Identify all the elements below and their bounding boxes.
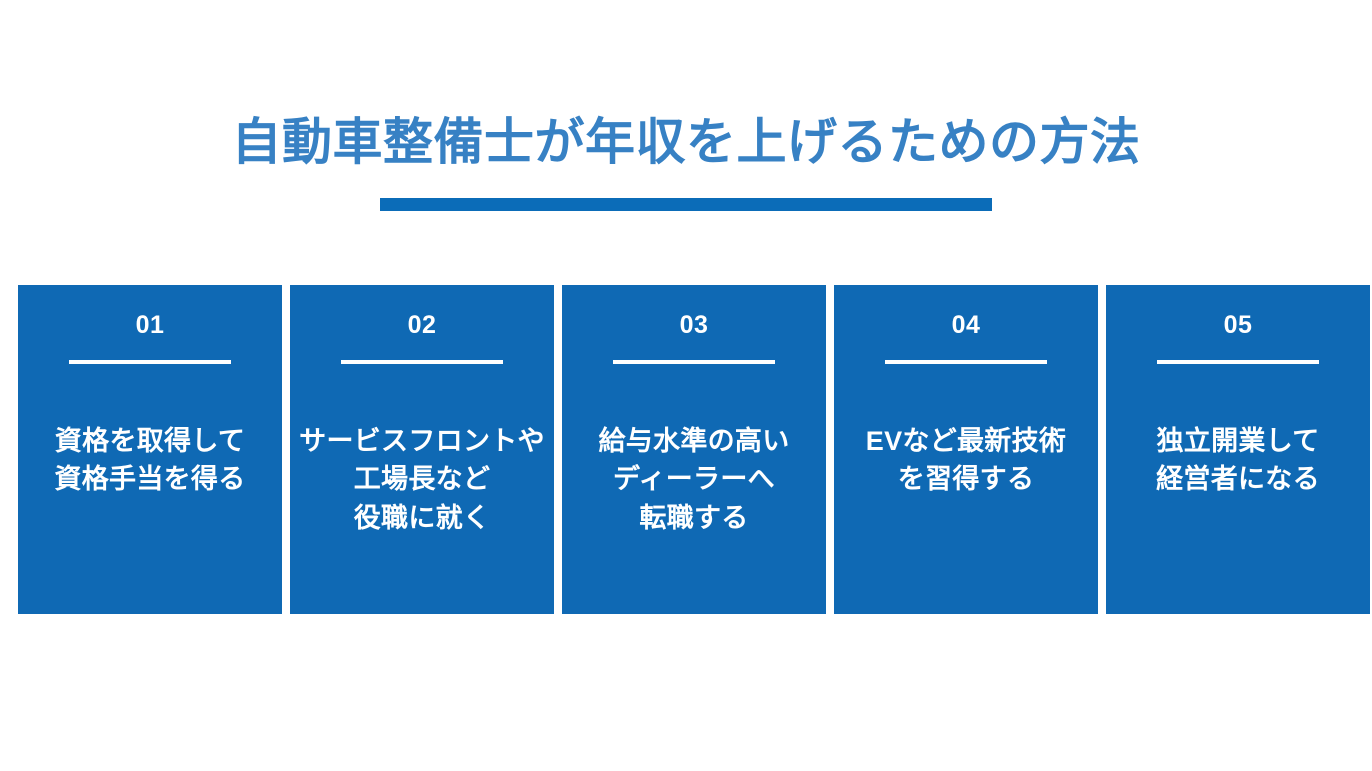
step-divider-03	[613, 360, 775, 364]
step-text-line: EVなど最新技術	[865, 426, 1067, 456]
step-number-03: 03	[679, 311, 709, 339]
title-underline-bar	[380, 198, 992, 211]
step-card-02[interactable]: 02 サービスフロントや 工場長など 役職に就く	[290, 285, 554, 614]
steps-card-row: 01 資格を取得して 資格手当を得る 02 サービスフロントや 工場長など 役職…	[18, 285, 1372, 614]
step-number-05: 05	[1223, 311, 1253, 339]
step-number-02: 02	[407, 311, 437, 339]
step-card-05[interactable]: 05 独立開業して 経営者になる	[1106, 285, 1370, 614]
step-card-04[interactable]: 04 EVなど最新技術 を習得する	[834, 285, 1098, 614]
step-text-line: を習得する	[897, 464, 1035, 495]
step-text-line: 独立開業して	[1156, 426, 1320, 456]
step-divider-05	[1157, 360, 1319, 364]
step-text-line: サービスフロントや	[299, 426, 545, 456]
step-text-02: サービスフロントや 工場長など 役職に就く	[296, 422, 548, 537]
step-text-line: 役職に就く	[353, 502, 491, 533]
step-text-01: 資格を取得して 資格手当を得る	[24, 422, 276, 499]
step-text-line: 工場長など	[353, 464, 491, 495]
step-divider-02	[341, 360, 503, 364]
step-text-03: 給与水準の高い ディーラーへ 転職する	[568, 422, 820, 537]
step-number-04: 04	[951, 311, 981, 339]
page-title: 自動車整備士が年収を上げるための方法	[231, 114, 1141, 170]
step-text-04: EVなど最新技術 を習得する	[840, 422, 1092, 499]
step-text-line: 給与水準の高い	[598, 426, 790, 456]
step-text-line: 経営者になる	[1156, 464, 1320, 495]
step-card-01[interactable]: 01 資格を取得して 資格手当を得る	[18, 285, 282, 614]
step-card-03[interactable]: 03 給与水準の高い ディーラーへ 転職する	[562, 285, 826, 614]
step-number-01: 01	[135, 311, 165, 339]
step-text-line: 転職する	[639, 502, 749, 533]
step-text-line: 資格手当を得る	[54, 464, 246, 495]
title-block: 自動車整備士が年収を上げるための方法	[0, 112, 1372, 211]
step-divider-04	[885, 360, 1047, 364]
step-text-line: ディーラーへ	[613, 464, 775, 495]
step-text-05: 独立開業して 経営者になる	[1112, 422, 1364, 499]
step-divider-01	[69, 360, 231, 364]
step-text-line: 資格を取得して	[54, 426, 246, 456]
